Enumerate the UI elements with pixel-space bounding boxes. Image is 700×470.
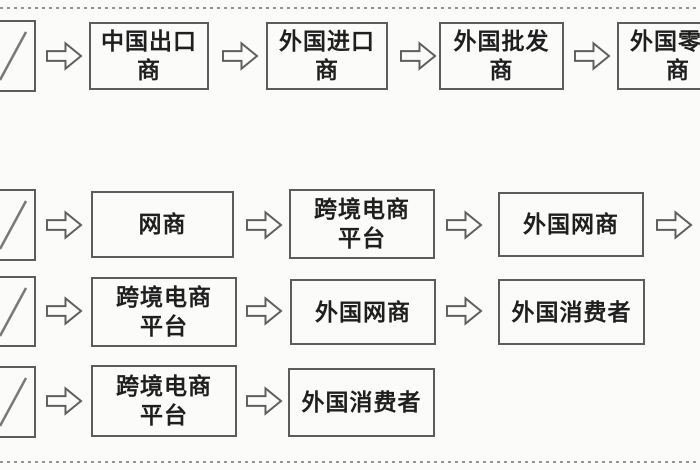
- box-china-exporter: 中国出口 商: [89, 22, 209, 90]
- diagonal-stroke-icon: [0, 287, 28, 337]
- bottom-dashed-border: [0, 461, 700, 463]
- right-arrow-icon: [446, 296, 483, 326]
- box-crossborder-ecommerce-platform: 跨境电商 平台: [91, 277, 237, 347]
- box-foreign-consumer: 外国消费者: [498, 279, 645, 345]
- cutoff-box-stub: [0, 20, 36, 92]
- box-online-merchant: 网商: [91, 191, 234, 258]
- diagonal-stroke-icon: [0, 200, 28, 250]
- right-arrow-icon: [46, 296, 83, 326]
- right-arrow-icon: [246, 386, 283, 416]
- right-arrow-icon: [46, 386, 83, 416]
- right-arrow-icon: [222, 41, 259, 71]
- cutoff-box-stub: [0, 189, 36, 261]
- box-foreign-retailer: 外国零售 商: [617, 22, 700, 90]
- box-foreign-importer: 外国进口 商: [266, 22, 388, 90]
- right-arrow-icon: [246, 296, 283, 326]
- top-dashed-border: [0, 7, 700, 9]
- box-foreign-online-merchant: 外国网商: [290, 279, 436, 345]
- right-arrow-icon: [46, 210, 83, 240]
- right-arrow-icon: [400, 41, 437, 71]
- diagonal-stroke-icon: [0, 377, 28, 427]
- right-arrow-icon: [446, 210, 483, 240]
- cutoff-box-stub: [0, 366, 36, 438]
- right-arrow-icon: [656, 210, 693, 240]
- diagonal-stroke-icon: [0, 31, 28, 81]
- right-arrow-icon: [246, 210, 283, 240]
- box-crossborder-ecommerce-platform: 跨境电商 平台: [91, 365, 237, 437]
- box-foreign-wholesaler: 外国批发 商: [439, 22, 564, 90]
- cutoff-box-stub: [0, 276, 36, 347]
- box-crossborder-ecommerce-platform: 跨境电商 平台: [289, 189, 435, 259]
- right-arrow-icon: [574, 41, 611, 71]
- box-foreign-online-merchant: 外国网商: [498, 192, 644, 257]
- box-foreign-consumer: 外国消费者: [288, 368, 435, 437]
- right-arrow-icon: [46, 41, 83, 71]
